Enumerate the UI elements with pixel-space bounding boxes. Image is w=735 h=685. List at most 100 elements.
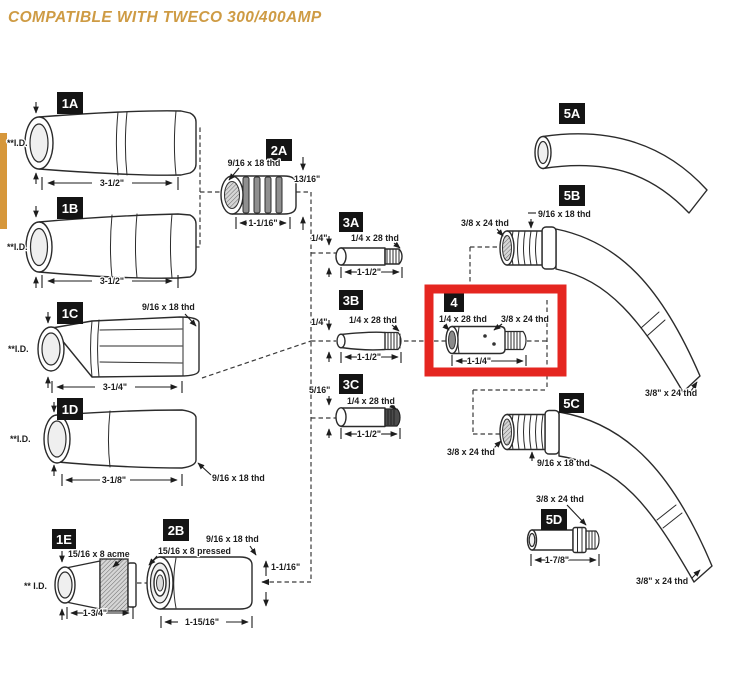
svg-text:3-1/2": 3-1/2" xyxy=(100,276,124,286)
dim-3a-dia: 1/4" xyxy=(310,232,332,277)
dim-4-thread-rear: 3/8 x 24 thd xyxy=(493,313,550,331)
dim-2a-length: 1-1/16" xyxy=(235,217,291,229)
part-1b-drawing xyxy=(25,213,197,279)
svg-text:1-1/2": 1-1/2" xyxy=(357,429,381,439)
svg-text:3/8 x 24 thd: 3/8 x 24 thd xyxy=(461,218,509,228)
part-1b-label: 1B xyxy=(57,197,83,219)
part-5d-drawing xyxy=(526,526,600,554)
dim-1e-length: 1-3/4" xyxy=(66,607,134,619)
dim-1d-thread: 9/16 x 18 thd xyxy=(197,462,266,484)
part-5b-label: 5B xyxy=(559,185,585,206)
dim-3c-thread: 1/4 x 28 thd xyxy=(346,395,397,410)
svg-text:1C: 1C xyxy=(62,306,79,321)
svg-text:5D: 5D xyxy=(546,512,563,527)
svg-text:3A: 3A xyxy=(343,215,360,230)
part-5c-label: 5C xyxy=(559,393,584,413)
part-2a-drawing xyxy=(220,175,297,215)
svg-text:1E: 1E xyxy=(56,532,72,547)
svg-text:13/16": 13/16" xyxy=(294,174,320,184)
part-5d-label: 5D xyxy=(541,509,567,530)
svg-text:15/16 x 8 pressed: 15/16 x 8 pressed xyxy=(158,546,231,556)
svg-text:1/4 x 28 thd: 1/4 x 28 thd xyxy=(439,314,487,324)
svg-text:5A: 5A xyxy=(564,106,581,121)
dim-3a-thread: 1/4 x 28 thd xyxy=(350,232,401,249)
svg-text:3B: 3B xyxy=(343,293,360,308)
accent-bar xyxy=(0,133,7,229)
svg-text:3C: 3C xyxy=(343,377,360,392)
part-5c-drawing xyxy=(499,409,713,583)
dim-1d-id: **I.D. xyxy=(9,402,57,476)
dim-1a-length: 3-1/2" xyxy=(41,177,179,190)
dim-1a-id: **I.D. xyxy=(6,102,39,184)
dim-3c-length: 1-1/2" xyxy=(340,428,401,440)
svg-text:3-1/2": 3-1/2" xyxy=(100,178,124,188)
svg-text:1-15/16": 1-15/16" xyxy=(185,617,219,627)
svg-text:9/16 x 18 thd: 9/16 x 18 thd xyxy=(537,458,590,468)
dim-4-thread-front: 1/4 x 28 thd xyxy=(438,313,488,331)
svg-text:2A: 2A xyxy=(271,143,288,158)
dim-3b-dia: 1/4" xyxy=(310,316,332,362)
dim-1e-id: ** I.D. xyxy=(23,551,65,620)
part-2b-drawing xyxy=(146,556,253,610)
svg-text:1-1/16": 1-1/16" xyxy=(271,562,300,572)
part-3a-label: 3A xyxy=(339,212,363,232)
part-2b-label: 2B xyxy=(163,519,189,541)
dim-1c-thread: 9/16 x 18 thd xyxy=(141,301,197,327)
dim-5b-collar-thread: 9/16 x 18 thd xyxy=(528,208,592,229)
dim-2b-length: 1-15/16" xyxy=(160,616,253,628)
dim-5d-length: 1-7/8" xyxy=(530,554,600,566)
svg-text:9/16 x 18 thd: 9/16 x 18 thd xyxy=(538,209,591,219)
svg-text:9/16 x 18 thd: 9/16 x 18 thd xyxy=(206,534,259,544)
dim-1e-thread: 15/16 x 8 acme xyxy=(67,548,131,568)
svg-text:3-1/8": 3-1/8" xyxy=(102,475,126,485)
dim-5c-end-thread: 3/8" x 24 thd xyxy=(635,569,701,587)
svg-text:3/8 x 24 thd: 3/8 x 24 thd xyxy=(536,494,584,504)
svg-text:1-1/2": 1-1/2" xyxy=(357,352,381,362)
dim-4-length: 1-1/4" xyxy=(451,355,527,367)
part-3c-label: 3C xyxy=(339,374,363,394)
svg-text:**I.D.: **I.D. xyxy=(10,434,31,444)
svg-text:1A: 1A xyxy=(62,96,79,111)
svg-text:1B: 1B xyxy=(62,201,79,216)
dim-1b-length: 3-1/2" xyxy=(41,275,179,288)
svg-text:9/16 x 18 thd: 9/16 x 18 thd xyxy=(142,302,195,312)
dim-1c-length: 3-1/4" xyxy=(51,381,183,393)
svg-text:5/16": 5/16" xyxy=(309,385,330,395)
part-5b-drawing xyxy=(499,226,701,393)
part-3c-drawing xyxy=(335,407,401,428)
svg-text:9/16 x 18 thd: 9/16 x 18 thd xyxy=(228,158,281,168)
dim-3c-dia: 5/16" xyxy=(308,384,332,438)
part-3b-drawing xyxy=(336,331,402,351)
svg-text:1/4 x 28 thd: 1/4 x 28 thd xyxy=(349,315,397,325)
dim-2a-dia: 13/16" xyxy=(293,157,321,230)
svg-text:2B: 2B xyxy=(168,523,185,538)
svg-text:1/4 x 28 thd: 1/4 x 28 thd xyxy=(351,233,399,243)
part-1e-drawing xyxy=(54,558,137,612)
svg-text:15/16 x 8 acme: 15/16 x 8 acme xyxy=(68,549,130,559)
dim-2b-dia: 1-1/16" xyxy=(263,560,301,607)
part-1c-label: 1C xyxy=(57,302,83,324)
svg-text:1-1/16": 1-1/16" xyxy=(248,218,277,228)
dim-3b-length: 1-1/2" xyxy=(340,351,402,363)
part-5a-label: 5A xyxy=(559,103,585,124)
part-1a-drawing xyxy=(24,110,197,176)
part-1e-label: 1E xyxy=(52,529,76,549)
part-3b-label: 3B xyxy=(339,290,363,310)
svg-text:1-1/4": 1-1/4" xyxy=(467,356,491,366)
svg-text:1/4": 1/4" xyxy=(311,233,327,243)
dim-5c-collar-thread: 9/16 x 18 thd xyxy=(529,451,591,469)
part-2a-label: 2A xyxy=(266,139,292,161)
dim-5d-thread: 3/8 x 24 thd xyxy=(535,493,587,526)
svg-text:** I.D.: ** I.D. xyxy=(24,581,47,591)
part-3a-drawing xyxy=(335,247,403,266)
svg-text:1/4": 1/4" xyxy=(311,317,327,327)
dim-1b-id: **I.D. xyxy=(6,206,39,288)
svg-text:5C: 5C xyxy=(563,396,580,411)
dim-2b-thread-top: 9/16 x 18 thd xyxy=(205,533,260,556)
svg-text:1-7/8": 1-7/8" xyxy=(545,555,569,565)
svg-text:1D: 1D xyxy=(62,402,79,417)
svg-text:3-1/4": 3-1/4" xyxy=(103,382,127,392)
svg-text:**I.D.: **I.D. xyxy=(7,242,28,252)
part-4-label: 4 xyxy=(444,293,464,312)
